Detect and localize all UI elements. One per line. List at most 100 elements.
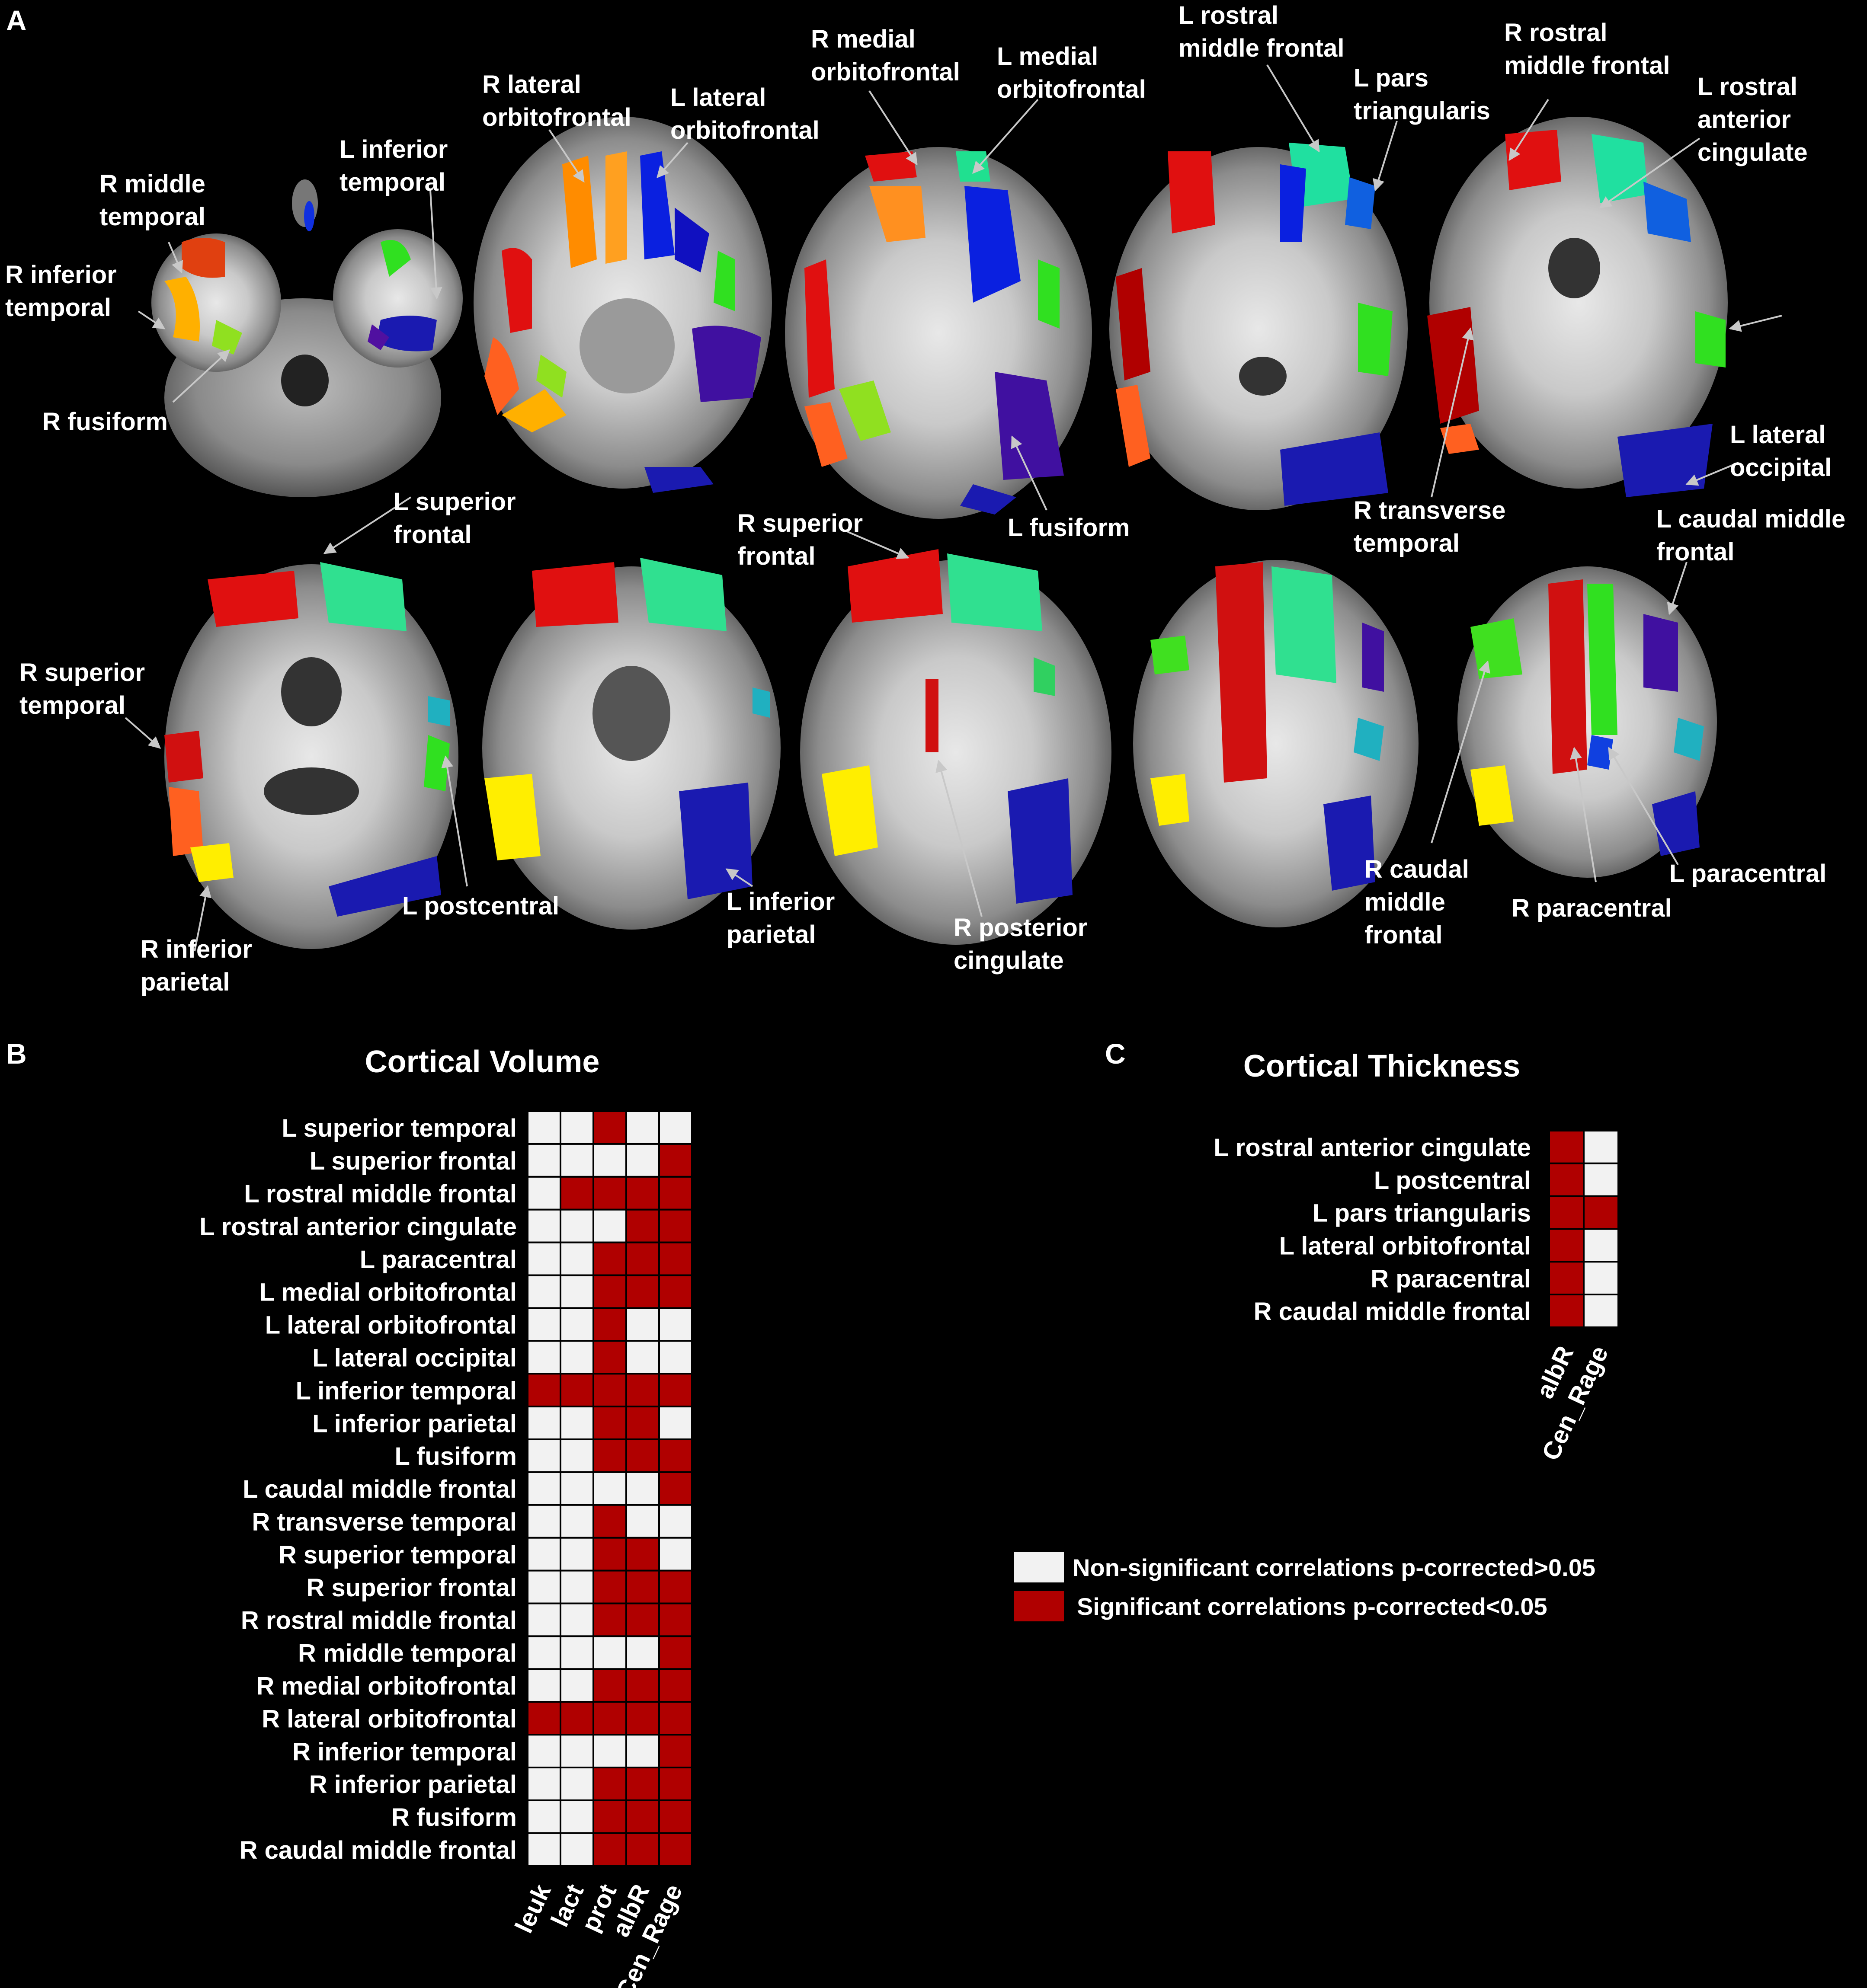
heatmap-cell-nonsignificant [527,1208,561,1243]
brain-slice-2 [474,117,772,493]
heatmap-cell-significant [1548,1261,1585,1295]
heatmap-cell-nonsignificant [527,1241,561,1276]
heatmap-cell-significant [592,1373,627,1408]
heatmap-cell-significant [625,1537,660,1572]
heatmap-cell-nonsignificant [560,1340,594,1375]
heatmap-cell-significant [625,1832,660,1867]
row-label: L paracentral [360,1246,517,1274]
heatmap-cell-significant [592,1504,627,1539]
heatmap-cell-nonsignificant [658,1406,693,1441]
heatmap-cell-nonsignificant [658,1537,693,1572]
row-label: R caudal middle frontal [240,1836,517,1864]
slice-label-l-postcentral: L postcentral [402,892,559,920]
slice-label-line: middle frontal [1504,51,1670,80]
slice-label-line: L rostral [1178,1,1278,29]
heatmap-cell-nonsignificant [527,1799,561,1834]
row-label: L lateral orbitofrontal [265,1311,517,1339]
heatmap-cell-nonsignificant [560,1668,594,1703]
heatmap-cell-significant [592,1668,627,1703]
heatmap-cell-nonsignificant [527,1176,561,1211]
heatmap-cell-nonsignificant [527,1274,561,1309]
slice-label-line: temporal [5,294,111,322]
panel-letter-c: C [1105,1038,1126,1070]
heatmap-cell-significant [625,1176,660,1211]
legend: Non-significant correlations p-corrected… [1014,1552,1595,1621]
heatmap-cell-significant [592,1406,627,1441]
heatmap-cell-nonsignificant [527,1569,561,1604]
heatmap-cell-nonsignificant [625,1307,660,1342]
brain-slice-3 [785,147,1092,519]
row-label: R inferior temporal [292,1738,517,1766]
heatmap-cell-significant [592,1241,627,1276]
row-label: R caudal middle frontal [1254,1298,1531,1326]
slice-label-line: R inferior [5,261,117,289]
heatmap-cell-significant [560,1373,594,1408]
slice-label-l-fusiform: L fusiform [1008,514,1130,542]
heatmap-cell-significant [625,1208,660,1243]
slice-label-line: orbitofrontal [670,116,820,144]
panel-letter-a: A [6,4,27,36]
slice-label-line: frontal [737,542,815,570]
slice-label-line: middle [1364,888,1445,916]
heatmap-cell-nonsignificant [658,1307,693,1342]
slice-label-line: temporal [1354,529,1460,557]
slice-label-line: L medial [997,42,1098,70]
slice-label-line: frontal [1656,538,1734,566]
brain-slice-8 [800,549,1111,945]
heatmap-cell-significant [560,1701,594,1736]
heatmap-cell-significant [527,1373,561,1408]
row-label: L postcentral [1374,1167,1531,1195]
heatmap-cell-significant [592,1799,627,1834]
legend-label-nonsig: Non-significant correlations p-corrected… [1073,1554,1595,1581]
slice-label-line: R superior [737,509,863,537]
heatmap-cell-significant [625,1767,660,1801]
heatmap-cell-significant [592,1274,627,1309]
row-label: L superior temporal [282,1114,517,1142]
slice-label-r-inferior-temporal: R inferior temporal [5,261,117,322]
slice-label-line: L superior [394,488,516,516]
heatmap-cell-nonsignificant [560,1832,594,1867]
heatmap-cell-significant [592,1340,627,1375]
heatmap-cell-nonsignificant [592,1635,627,1670]
row-label: R rostral middle frontal [241,1607,517,1635]
heatmap-cell-nonsignificant [527,1602,561,1637]
heatmap-cell-nonsignificant [560,1241,594,1276]
brain-slice-7 [482,558,781,930]
slice-label-line: L inferior [339,135,448,163]
heatmap-cell-significant [658,1767,693,1801]
heatmap-cell-nonsignificant [625,1340,660,1375]
slice-label-line: R transverse [1354,496,1505,524]
slice-label-line: R posterior [954,914,1087,942]
row-label: L medial orbitofrontal [259,1278,517,1307]
heatmap-cell-significant [658,1176,693,1211]
heatmap-cell-significant [625,1373,660,1408]
heatmap-cell-nonsignificant [560,1406,594,1441]
row-label: L fusiform [395,1442,517,1470]
heatmap-cell-nonsignificant [560,1799,594,1834]
slice-label-line: frontal [1364,921,1442,949]
slice-label-line: orbitofrontal [482,103,631,131]
legend-swatch-sig [1014,1591,1064,1621]
slice-label-l-paracentral: L paracentral [1669,860,1826,888]
brain-slice-6 [164,562,458,949]
heatmap-cell-significant [658,1569,693,1604]
heatmap-cell-nonsignificant [1583,1130,1619,1164]
heatmap-cell-nonsignificant [625,1734,660,1769]
heatmap-cell-significant [592,1832,627,1867]
heatmap-cell-nonsignificant [592,1208,627,1243]
heatmap-cell-nonsignificant [560,1110,594,1145]
heatmap-cell-nonsignificant [527,1340,561,1375]
brain-slice-4 [1109,143,1408,510]
heatmap-cell-nonsignificant [527,1307,561,1342]
